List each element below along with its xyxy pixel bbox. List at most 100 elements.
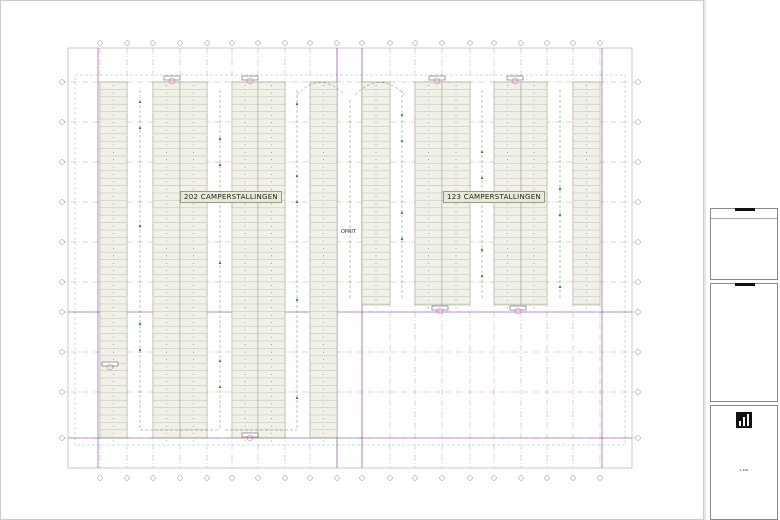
- grid-bubble: [635, 159, 641, 165]
- stall-marker: [271, 159, 272, 161]
- stall-marker: [323, 262, 324, 264]
- stall-marker: [507, 233, 508, 235]
- grid-bubble: [467, 475, 473, 481]
- stall-marker: [166, 366, 167, 368]
- stall-marker: [586, 100, 587, 101]
- stall-marker: [113, 359, 114, 360]
- stall-marker: [323, 322, 324, 323]
- stall-marker: [113, 314, 114, 316]
- stall-marker: [166, 159, 167, 161]
- stall-marker: [586, 144, 587, 146]
- stall-marker: [323, 336, 324, 338]
- stall-marker: [271, 255, 272, 257]
- stall-marker: [455, 270, 457, 272]
- stall-marker: [586, 225, 587, 227]
- stall-marker: [271, 314, 272, 316]
- stall-marker: [507, 129, 508, 131]
- stall-marker: [244, 270, 246, 272]
- direction-arrow-icon: [218, 137, 222, 140]
- stall-marker: [455, 218, 457, 220]
- door-swing: [511, 77, 519, 85]
- door-swing: [168, 77, 176, 85]
- direction-arrow-icon: [218, 163, 222, 166]
- stall-marker: [455, 129, 457, 131]
- stall-marker: [193, 403, 194, 405]
- stall-marker: [166, 100, 167, 101]
- stall-marker: [586, 129, 587, 131]
- stall-marker: [428, 100, 429, 101]
- stall-marker: [193, 211, 194, 212]
- stall-marker: [533, 211, 535, 212]
- grid-bubble: [307, 475, 313, 481]
- stall-marker: [193, 314, 194, 316]
- stall-marker: [323, 196, 324, 198]
- grid-bubble: [282, 40, 288, 46]
- stall-marker: [323, 410, 324, 412]
- stall-marker: [166, 307, 167, 309]
- stall-marker: [455, 248, 457, 249]
- direction-arrow-icon: [138, 100, 142, 103]
- stall-marker: [113, 410, 114, 412]
- stall-marker: [166, 351, 167, 353]
- grid-bubble: [59, 239, 65, 245]
- driving-route: [354, 82, 406, 96]
- stall-marker: [455, 174, 457, 175]
- stall-marker: [323, 292, 324, 294]
- stall-marker: [586, 159, 587, 161]
- stall-marker: [507, 92, 508, 94]
- stall-marker: [586, 248, 587, 249]
- grid-bubble: [59, 435, 65, 441]
- grid-bubble: [59, 389, 65, 395]
- stall-marker: [193, 255, 194, 257]
- stall-marker: [428, 122, 429, 124]
- stall-marker: [244, 159, 246, 161]
- stall-marker: [323, 248, 324, 249]
- stall-marker: [193, 396, 194, 397]
- ramp-label: OPRIT: [341, 229, 356, 235]
- stall-marker: [533, 144, 535, 146]
- stall-marker: [586, 270, 587, 272]
- stall-marker: [428, 240, 429, 242]
- stall-marker: [586, 307, 587, 309]
- door-swing: [246, 434, 254, 442]
- stall-marker: [455, 151, 457, 153]
- grid-bubble: [59, 309, 65, 315]
- stall-marker: [271, 122, 272, 124]
- stall-marker: [507, 218, 508, 220]
- stall-marker: [271, 203, 272, 205]
- stall-marker: [113, 299, 114, 301]
- stall-marker: [113, 233, 114, 235]
- grid-bubble: [570, 40, 576, 46]
- direction-arrow-icon: [558, 285, 562, 288]
- stall-marker: [166, 225, 167, 227]
- stall-marker: [166, 410, 167, 412]
- stall-marker: [193, 248, 194, 249]
- stall-marker: [244, 418, 246, 420]
- stall-marker: [271, 388, 272, 390]
- stall-marker: [113, 336, 114, 338]
- stall-marker: [166, 388, 167, 390]
- stall-marker: [375, 129, 377, 131]
- stall-marker: [113, 344, 114, 346]
- stall-marker: [323, 107, 324, 109]
- stall-marker: [244, 373, 246, 375]
- stall-marker: [323, 122, 324, 124]
- building-outline: [67, 47, 633, 469]
- stall-marker: [166, 211, 167, 212]
- stall-marker: [166, 137, 167, 138]
- stall-marker: [323, 285, 324, 286]
- stall-marker: [375, 159, 377, 161]
- direction-arrow-icon: [480, 274, 484, 277]
- stall-marker: [271, 188, 272, 190]
- stall-marker: [507, 181, 508, 183]
- stall-marker: [323, 373, 324, 375]
- stall-marker: [113, 144, 114, 146]
- stall-marker: [533, 100, 535, 101]
- stall-marker: [193, 174, 194, 175]
- stall-marker: [244, 114, 246, 116]
- title-block: 1:100: [710, 405, 778, 520]
- stall-marker: [193, 351, 194, 353]
- stall-marker: [323, 314, 324, 316]
- grid-bubble: [597, 475, 603, 481]
- stall-marker: [507, 307, 508, 309]
